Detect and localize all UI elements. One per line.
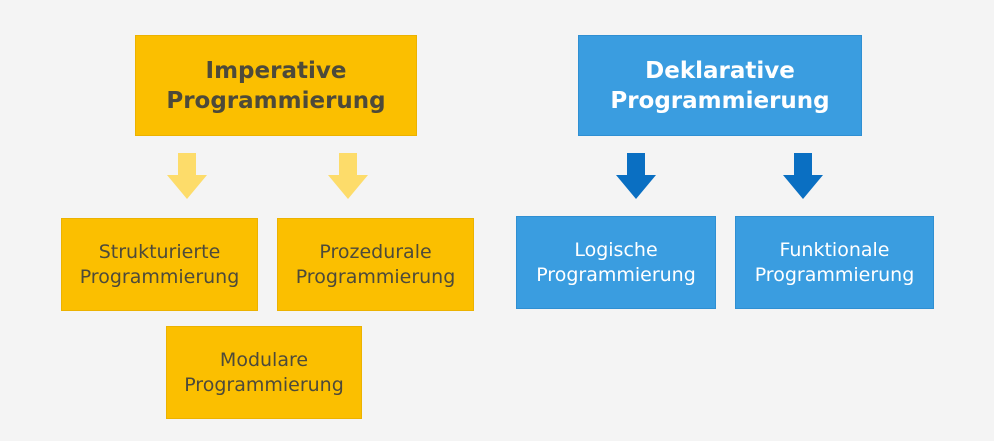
- procedural-line1: Prozedurale: [319, 240, 432, 263]
- structured-line1: Strukturierte: [98, 240, 221, 263]
- declarative-title-line2: Programmierung: [610, 87, 830, 114]
- functional-line2: Programmierung: [754, 263, 915, 286]
- imperative-programming-box: Imperative Programmierung: [135, 35, 417, 136]
- logic-line2: Programmierung: [536, 263, 696, 286]
- modular-line2: Programmierung: [184, 373, 344, 396]
- structured-line2: Programmierung: [79, 265, 240, 288]
- arrow-down-icon: [616, 153, 656, 199]
- structured-programming-box: Strukturierte Programmierung: [61, 218, 258, 311]
- logic-programming-box: Logische Programmierung: [516, 216, 716, 309]
- arrow-down-icon: [167, 153, 207, 199]
- modular-line1: Modulare: [219, 348, 309, 371]
- logic-line1: Logische: [574, 238, 658, 261]
- arrow-down-icon: [783, 153, 823, 199]
- procedural-programming-box: Prozedurale Programmierung: [277, 218, 474, 311]
- functional-line1: Funktionale: [779, 238, 890, 261]
- procedural-line2: Programmierung: [295, 265, 456, 288]
- declarative-title-line1: Deklarative: [645, 57, 795, 84]
- declarative-programming-box: Deklarative Programmierung: [578, 35, 862, 136]
- arrow-down-icon: [328, 153, 368, 199]
- imperative-title-line1: Imperative: [205, 57, 347, 84]
- modular-programming-box: Modulare Programmierung: [166, 326, 362, 419]
- imperative-title-line2: Programmierung: [166, 87, 386, 114]
- functional-programming-box: Funktionale Programmierung: [735, 216, 934, 309]
